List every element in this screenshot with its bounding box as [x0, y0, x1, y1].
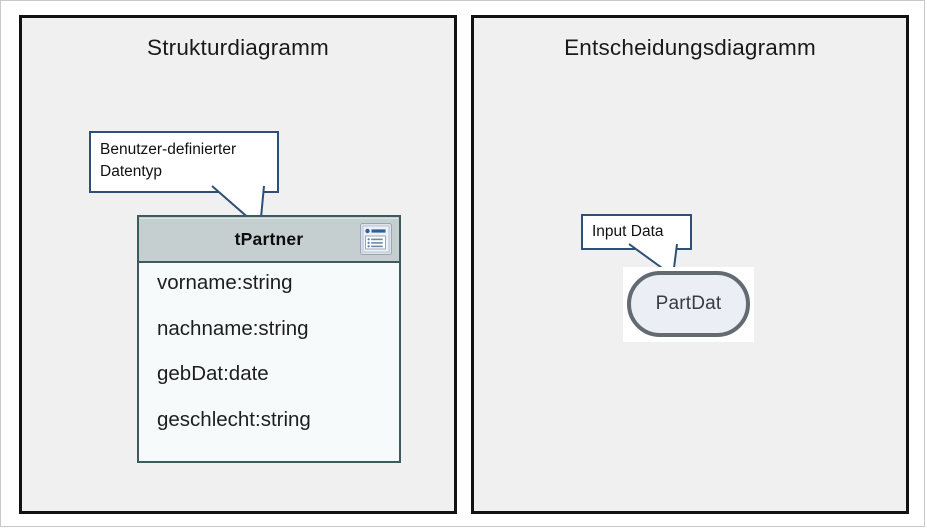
panel-strukturdiagramm: Strukturdiagramm Benutzer-definierter Da… [19, 15, 457, 514]
class-attribute: nachname:string [157, 316, 309, 340]
callout-benutzer-definierter-datentyp: Benutzer-definierter Datentyp [89, 131, 279, 193]
decision-node-label: PartDat [655, 293, 722, 314]
decision-node-partdat[interactable]: PartDat [627, 271, 750, 337]
panel-entscheidungsdiagramm: Entscheidungsdiagramm [471, 15, 909, 514]
form-list-icon [360, 223, 392, 255]
uml-class-box-tpartner[interactable]: tPartner vorname:string nachn [137, 215, 401, 463]
class-attribute: vorname:string [157, 271, 293, 294]
class-header: tPartner [139, 217, 399, 263]
class-attribute: gebDat:date [157, 362, 269, 385]
right-panel-title: Entscheidungsdiagramm [564, 35, 816, 60]
left-panel-title: Strukturdiagramm [146, 35, 329, 60]
class-attribute: geschlecht:string [157, 407, 311, 431]
class-name-label: tPartner [234, 228, 304, 249]
class-attributes-list: vorname:string nachname:string gebDat:da… [139, 263, 399, 430]
callout-input-data: Input Data [581, 214, 692, 250]
class-header-highlight [140, 218, 398, 219]
